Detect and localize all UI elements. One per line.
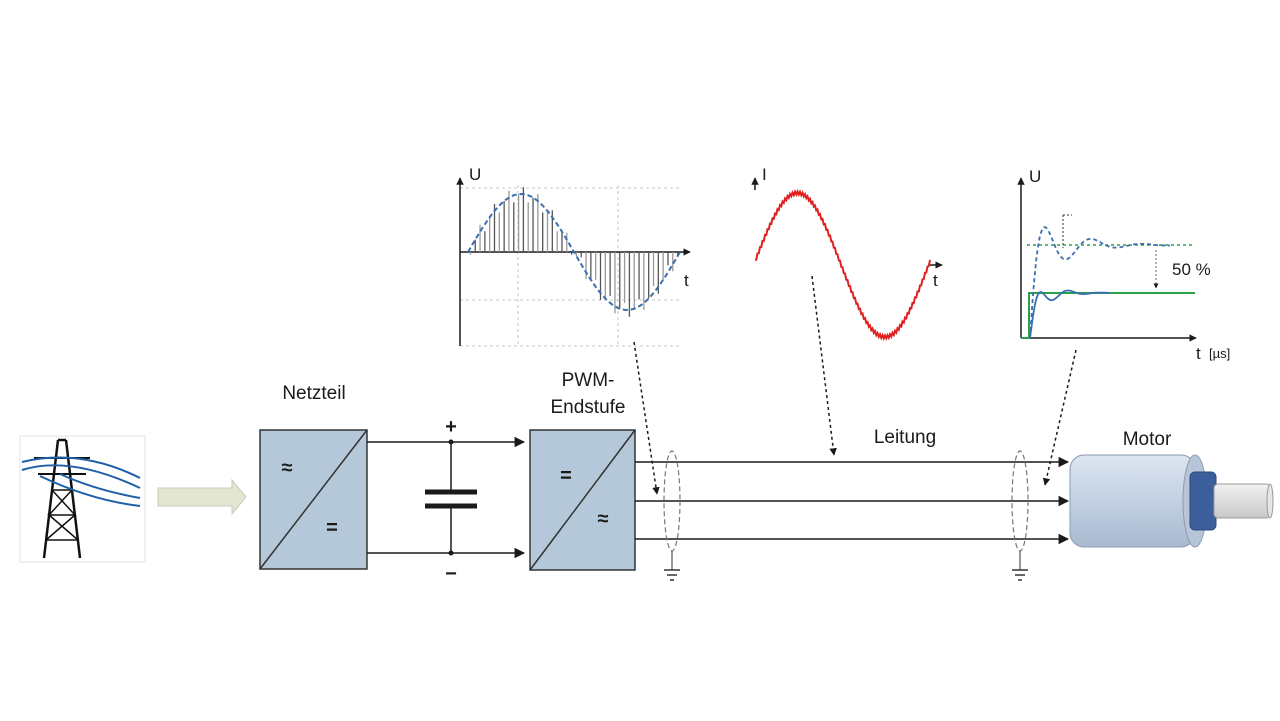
leitung-label: Leitung — [874, 427, 936, 448]
capacitor-symbol — [425, 442, 477, 553]
motor-current-inset: I t — [751, 165, 943, 342]
pwm-dc-symbol: = — [560, 465, 572, 487]
capacitor-minus: − — [445, 563, 457, 585]
pwm-block: = ≈ — [529, 429, 636, 571]
motor-voltage-x-label: t — [1196, 344, 1201, 363]
netzteil-label: Netzteil — [282, 383, 345, 404]
pwm-y-label: U — [469, 165, 481, 184]
motor-voltage-y-label: U — [1029, 167, 1041, 186]
pwm-pulse-train — [469, 187, 679, 317]
overshoot-annotation: 50 % — [1172, 260, 1211, 279]
netzteil-dc-symbol: = — [326, 517, 338, 539]
motor-voltage-x-unit: [µs] — [1209, 346, 1230, 361]
motor-label: Motor — [1123, 429, 1172, 450]
pointer-arrows — [633, 275, 1077, 495]
pwm-ac-symbol: ≈ — [598, 508, 609, 530]
power-pylon-icon — [19, 435, 146, 563]
netzteil-ac-symbol: ≈ — [282, 457, 293, 479]
motor-voltage-inset: 50 % U t [µs] — [1017, 167, 1230, 363]
overshoot-curve-outer — [1029, 226, 1171, 339]
motor-icon — [1069, 454, 1274, 548]
current-y-label: I — [762, 165, 767, 184]
overshoot-curve-inner — [1029, 289, 1110, 339]
pwm-voltage-inset: U t — [456, 165, 691, 347]
capacitor-plus: + — [445, 416, 457, 438]
shield-right — [1011, 450, 1029, 581]
input-arrow — [157, 478, 247, 516]
netzteil-block: ≈ = — [259, 429, 368, 570]
current-sine-wave — [754, 188, 931, 342]
shield-left — [663, 450, 681, 581]
pwm-label-line2: Endstufe — [551, 397, 626, 418]
dc-bus — [367, 436, 526, 559]
pwm-sine-envelope — [467, 192, 681, 312]
cable-lines — [635, 456, 1070, 545]
current-x-label: t — [933, 271, 938, 290]
pwm-x-label: t — [684, 271, 689, 290]
pwm-label-line1: PWM- — [562, 370, 615, 391]
